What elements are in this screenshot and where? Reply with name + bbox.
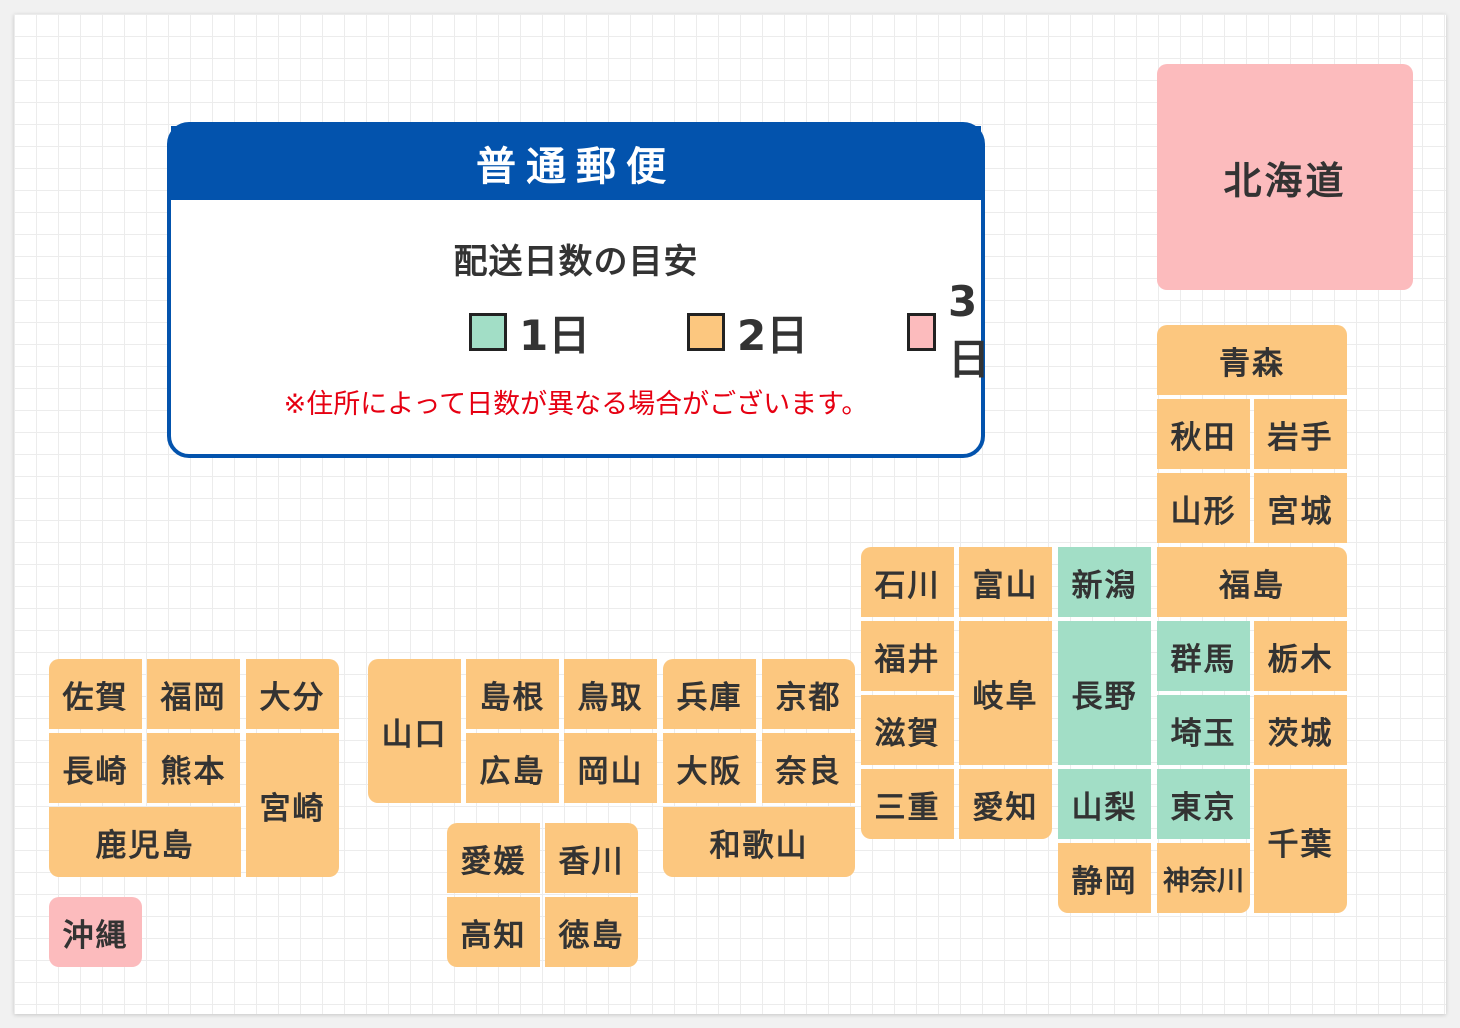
prefecture-tile: 山梨	[1058, 769, 1151, 839]
prefecture-tile: 沖縄	[49, 897, 142, 967]
legend-subtitle: 配送日数の目安	[453, 242, 699, 282]
prefecture-tile: 熊本	[147, 733, 240, 803]
prefecture-tile: 高知	[447, 897, 540, 967]
prefecture-tile: 長崎	[49, 733, 142, 803]
prefecture-tile: 石川	[861, 547, 954, 617]
prefecture-tile: 島根	[466, 659, 559, 729]
legend-items: 1日 2日 3日	[171, 277, 990, 384]
prefecture-tile: 埼玉	[1157, 695, 1250, 765]
prefecture-tile: 宮城	[1254, 473, 1347, 543]
prefecture-tile: 鳥取	[564, 659, 657, 729]
prefecture-tile: 大阪	[663, 733, 756, 803]
legend-label-2day: 2日	[737, 310, 809, 360]
legend-note: ※住所によって日数が異なる場合がございます。	[283, 389, 869, 420]
legend-label-1day: 1日	[519, 310, 591, 360]
prefecture-tile: 福岡	[147, 659, 240, 729]
prefecture-tile: 広島	[466, 733, 559, 803]
prefecture-tile: 山口	[368, 659, 461, 803]
prefecture-tile: 鹿児島	[49, 807, 241, 877]
legend-box: 普通郵便 配送日数の目安 1日 2日 3日 ※住所によって日数が異なる場合がござ…	[167, 122, 990, 458]
prefecture-tile: 宮崎	[246, 733, 339, 877]
prefecture-tile: 兵庫	[663, 659, 756, 729]
legend-item-1day: 1日	[469, 304, 590, 360]
prefecture-tile: 京都	[762, 659, 855, 729]
legend-title: 普通郵便	[171, 126, 981, 200]
prefecture-tile: 神奈川	[1157, 843, 1250, 913]
prefecture-tile: 愛知	[959, 769, 1052, 839]
prefecture-tile: 大分	[246, 659, 339, 729]
prefecture-tile: 岩手	[1254, 399, 1347, 469]
prefecture-tile: 富山	[959, 547, 1052, 617]
prefecture-tile: 福島	[1157, 547, 1347, 617]
legend-swatch-3day	[907, 313, 936, 351]
prefecture-tile: 群馬	[1157, 621, 1250, 691]
legend-item-3day: 3日	[907, 277, 999, 384]
prefecture-tile: 長野	[1058, 621, 1151, 765]
prefecture-tile: 栃木	[1254, 621, 1347, 691]
prefecture-tile: 岐阜	[959, 621, 1052, 765]
legend-label-3day: 3日	[947, 277, 990, 384]
prefecture-tile: 青森	[1157, 325, 1347, 395]
prefecture-tile: 福井	[861, 621, 954, 691]
prefecture-tile: 東京	[1157, 769, 1250, 839]
prefecture-tile: 北海道	[1157, 64, 1413, 290]
prefecture-tile: 茨城	[1254, 695, 1347, 765]
prefecture-tile: 新潟	[1058, 547, 1151, 617]
prefecture-tile: 静岡	[1058, 843, 1151, 913]
prefecture-tile: 徳島	[545, 897, 638, 967]
legend-item-2day: 2日	[687, 304, 808, 360]
prefecture-tile: 滋賀	[861, 695, 954, 765]
prefecture-tile: 岡山	[564, 733, 657, 803]
prefecture-tile: 佐賀	[49, 659, 142, 729]
prefecture-tile: 三重	[861, 769, 954, 839]
prefecture-tile: 奈良	[762, 733, 855, 803]
legend-swatch-2day	[687, 313, 725, 351]
prefecture-tile: 秋田	[1157, 399, 1250, 469]
prefecture-tile: 香川	[545, 823, 638, 893]
prefecture-tile: 愛媛	[447, 823, 540, 893]
prefecture-tile: 和歌山	[663, 807, 855, 877]
legend-swatch-1day	[469, 313, 507, 351]
prefecture-tile: 山形	[1157, 473, 1250, 543]
prefecture-tile: 千葉	[1254, 769, 1347, 913]
